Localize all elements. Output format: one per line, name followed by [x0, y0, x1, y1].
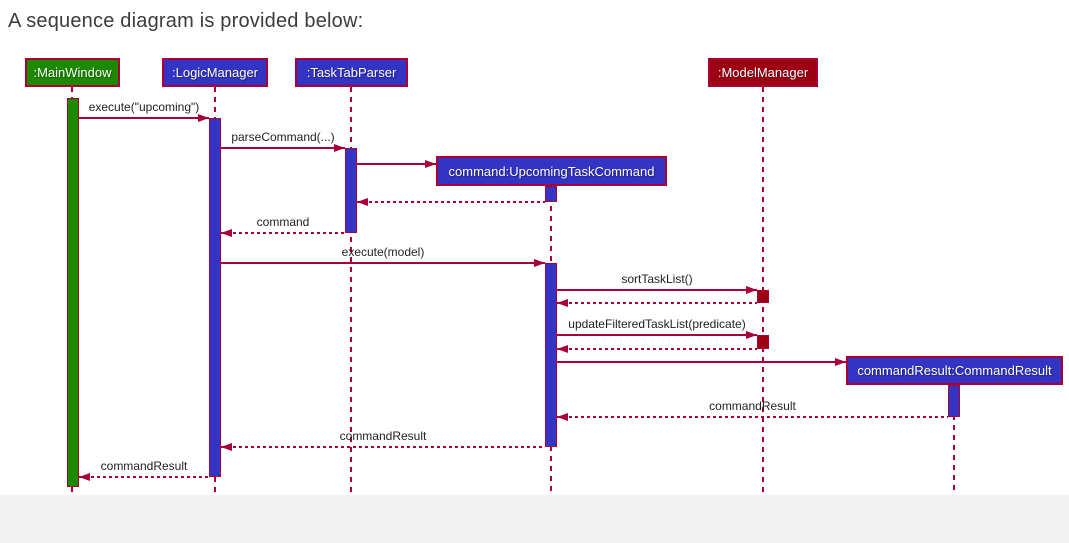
create-message-line [557, 361, 846, 363]
participant-modelmanager: :ModelManager [708, 58, 818, 87]
arrowhead-icon [746, 331, 757, 339]
arrowhead-icon [746, 286, 757, 294]
participant-mainwindow: :MainWindow [25, 58, 120, 87]
participant-label: :LogicManager [172, 65, 258, 80]
arrowhead-icon [557, 345, 568, 353]
participant-commandresult: commandResult:CommandResult [846, 356, 1063, 385]
message-line [221, 232, 345, 234]
participant-label: command:UpcomingTaskCommand [448, 163, 655, 179]
message-label: parseCommand(...) [231, 130, 335, 144]
create-message-line [357, 163, 436, 165]
message-label: execute(model) [341, 245, 425, 259]
message-line [557, 334, 757, 336]
page-title: A sequence diagram is provided below: [8, 10, 364, 32]
message-line [557, 348, 757, 350]
message-label: command [256, 215, 310, 229]
activation-bar-upcomingtaskcommand [545, 263, 557, 447]
arrowhead-icon [221, 229, 232, 237]
footer-strip [0, 495, 1069, 543]
message-label: execute("upcoming") [88, 100, 200, 114]
arrowhead-icon [357, 198, 368, 206]
message-line [557, 289, 757, 291]
arrowhead-icon [334, 144, 345, 152]
activation-bar-upcomingtaskcommand [545, 186, 557, 202]
message-line [79, 117, 209, 119]
participant-logicmanager: :LogicManager [162, 58, 268, 87]
message-label: sortTaskList() [621, 272, 693, 286]
message-label: commandResult [100, 459, 188, 473]
activation-bar-logicmanager [209, 118, 221, 477]
activation-bar-mainwindow [67, 98, 79, 487]
lifeline-commandresult [953, 385, 955, 493]
lifeline-tasktabparser [350, 87, 352, 493]
arrowhead-icon [534, 259, 545, 267]
activation-bar-commandresult [948, 385, 960, 417]
message-line [221, 147, 345, 149]
message-line [557, 416, 948, 418]
activation-bar-modelmanager [757, 290, 769, 303]
arrowhead-icon [557, 413, 568, 421]
participant-label: commandResult:CommandResult [857, 363, 1052, 378]
arrowhead-icon [557, 299, 568, 307]
arrowhead-icon [425, 160, 436, 168]
arrowhead-icon [221, 443, 232, 451]
arrowhead-icon [79, 473, 90, 481]
activation-bar-modelmanager [757, 335, 769, 349]
message-line [357, 201, 545, 203]
arrowhead-icon [198, 114, 209, 122]
message-label: commandResult [709, 399, 796, 413]
participant-label: :MainWindow [33, 65, 112, 80]
participant-label: :ModelManager [717, 65, 809, 80]
arrowhead-icon [835, 358, 846, 366]
participant-tasktabparser: :TaskTabParser [295, 58, 408, 87]
participant-label: :TaskTabParser [306, 65, 397, 80]
message-line [221, 262, 545, 264]
message-label: commandResult [339, 429, 427, 443]
message-label: updateFilteredTaskList(predicate) [568, 317, 746, 331]
participant-upcomingtaskcommand: command:UpcomingTaskCommand [436, 156, 667, 186]
message-line [557, 302, 757, 304]
message-line [221, 446, 545, 448]
activation-bar-tasktabparser [345, 148, 357, 233]
message-line [79, 476, 209, 478]
